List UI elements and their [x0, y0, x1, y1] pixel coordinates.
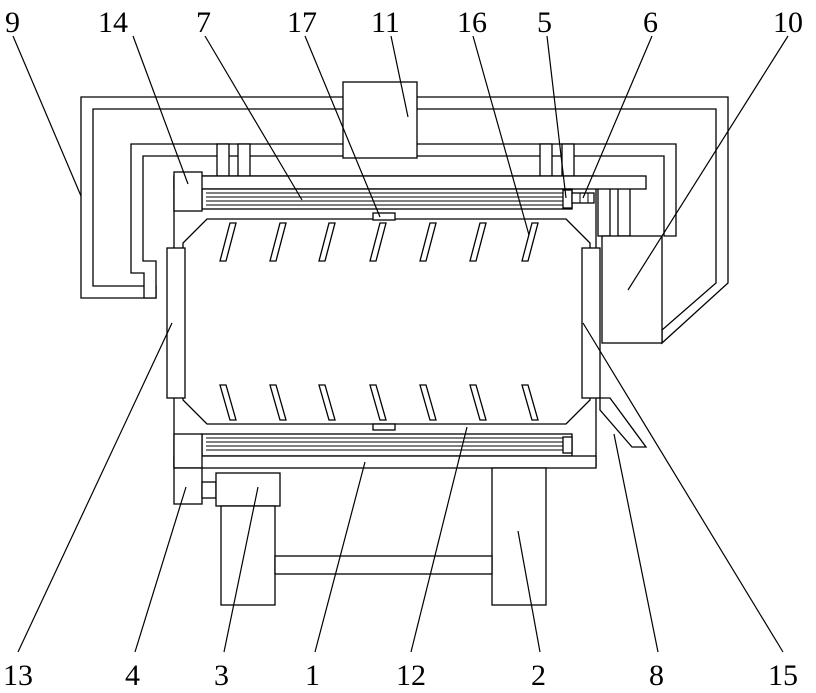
label-9: 9 — [5, 6, 20, 39]
side-plate-15 — [582, 248, 600, 398]
chute-8 — [600, 398, 646, 447]
label-12: 12 — [396, 659, 426, 692]
label-7: 7 — [196, 6, 211, 39]
label-8: 8 — [649, 659, 664, 692]
motor-box-10 — [602, 236, 662, 343]
top-rake-17 — [373, 213, 395, 220]
block-4 — [174, 468, 202, 504]
label-5: 5 — [537, 6, 552, 39]
support-left-a — [217, 144, 229, 177]
side-plate-13 — [167, 248, 185, 398]
label-17: 17 — [287, 6, 317, 39]
label-14: 14 — [98, 6, 128, 39]
leg-left — [221, 506, 275, 605]
top-rail-7 — [174, 176, 646, 189]
label-10: 10 — [773, 6, 803, 39]
label-15: 15 — [768, 659, 798, 692]
top-box-11 — [343, 82, 417, 158]
coupling — [202, 482, 216, 498]
bottom-rail-1 — [174, 456, 596, 468]
label-11: 11 — [371, 6, 400, 39]
support-right-a — [540, 144, 552, 177]
bottom-rake — [373, 424, 395, 430]
label-1: 1 — [305, 659, 320, 692]
label-2: 2 — [531, 659, 546, 692]
label-4: 4 — [125, 659, 140, 692]
block-left-upper — [174, 434, 202, 468]
motor-3 — [216, 473, 280, 506]
label-6: 6 — [643, 6, 658, 39]
block-14 — [174, 172, 202, 211]
support-right-d — [598, 188, 610, 236]
label-3: 3 — [214, 659, 229, 692]
label-16: 16 — [457, 6, 487, 39]
bearing-5 — [563, 190, 572, 208]
support-right-c — [618, 188, 630, 236]
bottom-bearing — [563, 437, 572, 453]
bottom-screw-housing — [202, 434, 572, 456]
support-left-b — [238, 144, 250, 177]
label-13: 13 — [3, 659, 33, 692]
support-right-b — [562, 144, 574, 177]
crossbar — [275, 556, 492, 574]
